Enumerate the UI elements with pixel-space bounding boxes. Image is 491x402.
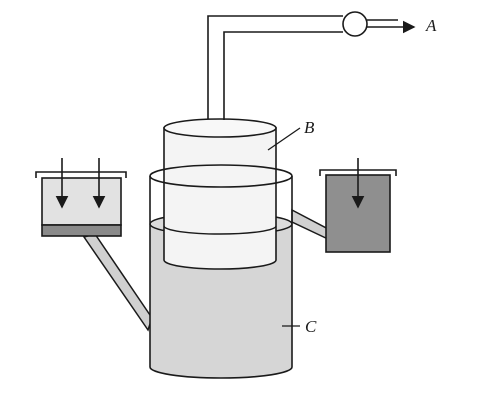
right-reservoir xyxy=(291,158,397,253)
left-tank-base xyxy=(41,224,122,237)
inner-bell xyxy=(163,118,277,270)
left-reservoir xyxy=(35,158,153,332)
vessel-top-rim xyxy=(149,164,293,188)
label-b-leader xyxy=(267,127,301,151)
bell-top xyxy=(163,118,277,138)
label-a: A xyxy=(425,16,437,35)
vessel-bottom xyxy=(149,366,293,379)
bell-body xyxy=(163,127,277,270)
label-c: C xyxy=(305,317,317,336)
left-tank-rim xyxy=(35,171,127,178)
bell-inner-level xyxy=(163,225,277,235)
label-b: B xyxy=(304,118,315,137)
pump-valve xyxy=(342,11,368,37)
left-tank-body xyxy=(41,177,122,226)
right-connecting-pipe xyxy=(291,208,331,242)
outlet-tube xyxy=(207,11,416,120)
tube-outer xyxy=(207,15,343,119)
left-connecting-pipe xyxy=(82,233,153,332)
tube-inner xyxy=(223,31,343,120)
